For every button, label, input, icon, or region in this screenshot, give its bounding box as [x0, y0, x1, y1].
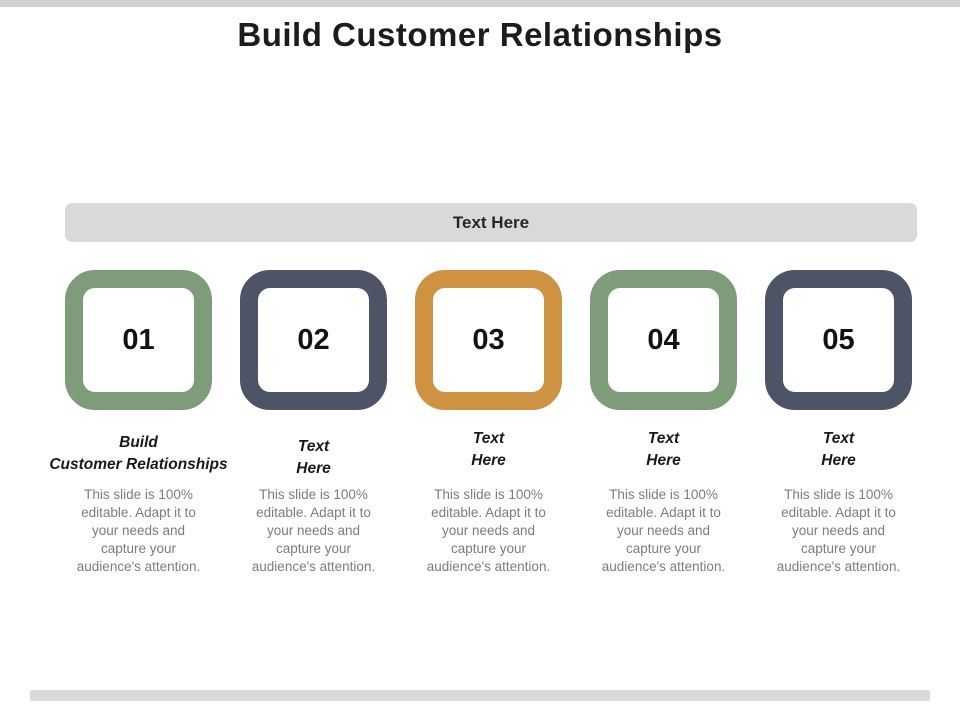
top-accent-bar	[0, 0, 960, 7]
step-number-01: 01	[122, 323, 155, 356]
step-label-line1: Text	[822, 430, 855, 447]
step-box-01: 01	[65, 270, 212, 410]
step-box-03: 03	[415, 270, 562, 410]
step-number-03: 03	[472, 323, 505, 356]
step-label-05: Text Here	[709, 410, 960, 486]
step-label-line1: Text	[472, 430, 505, 447]
slide-title: Build Customer Relationships	[237, 16, 723, 53]
step-label-line2: Here	[471, 452, 506, 469]
step-description-05: This slide is 100% editable. Adapt it to…	[776, 487, 901, 574]
step-label-line2: Here	[646, 452, 681, 469]
step-column-1: 01 Build Customer Relationships This sli…	[49, 270, 228, 576]
step-label-line2: Here	[296, 460, 331, 477]
step-description-04: This slide is 100% editable. Adapt it to…	[601, 487, 726, 574]
banner-label: Text Here	[452, 212, 530, 232]
step-label-03: Text Here	[359, 410, 619, 486]
step-box-04: 04	[590, 270, 737, 410]
step-label-line2: Customer Relationships	[49, 456, 228, 473]
bottom-accent-bar	[30, 690, 930, 701]
step-description-02: This slide is 100% editable. Adapt it to…	[251, 487, 376, 574]
step-column-3: 03 Text Here This slide is 100% editable…	[415, 270, 562, 576]
step-box-02: 02	[240, 270, 387, 410]
step-label-04: Text Here	[534, 410, 794, 486]
step-label-line1: Text	[297, 438, 330, 455]
step-description-03: This slide is 100% editable. Adapt it to…	[426, 487, 551, 574]
step-box-05: 05	[765, 270, 912, 410]
step-number-02: 02	[297, 323, 330, 356]
step-label-line2: Here	[821, 452, 856, 469]
step-column-4: 04 Text Here This slide is 100% editable…	[590, 270, 737, 576]
step-label-01: Build Customer Relationships	[9, 410, 269, 486]
step-label-02: Text Here	[184, 410, 444, 486]
steps-row: 01 Build Customer Relationships This sli…	[49, 270, 912, 576]
step-description-01: This slide is 100% editable. Adapt it to…	[76, 487, 201, 574]
step-column-2: 02 Text Here This slide is 100% editable…	[240, 270, 387, 576]
step-column-5: 05 Text Here This slide is 100% editable…	[765, 270, 912, 576]
step-number-05: 05	[822, 323, 855, 356]
step-number-04: 04	[647, 323, 680, 356]
text-here-banner: Text Here	[65, 203, 917, 242]
step-label-line1: Build	[119, 434, 158, 451]
step-label-line1: Text	[647, 430, 680, 447]
